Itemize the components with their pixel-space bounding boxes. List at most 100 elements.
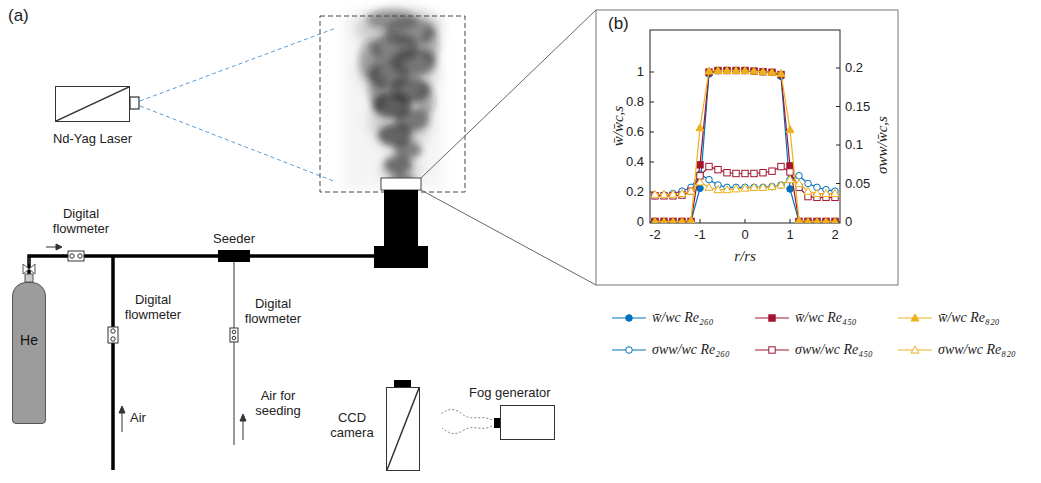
axis-label: r/rs [734, 249, 756, 264]
laser-lens [130, 97, 139, 109]
data-marker [750, 67, 758, 74]
node-label: He [13, 333, 45, 348]
part-label: Digital flowmeter [120, 292, 186, 322]
legend-sample [898, 314, 932, 321]
series-group [652, 67, 838, 223]
data-marker [751, 68, 757, 74]
data-marker [831, 190, 839, 197]
part-label: Digital flowmeter [240, 296, 306, 326]
data-marker [769, 347, 775, 353]
tick [836, 106, 840, 107]
data-marker [679, 218, 686, 223]
data-marker [823, 218, 829, 223]
data-marker [760, 68, 767, 75]
data-marker [733, 170, 739, 176]
tick [650, 132, 654, 133]
tick [650, 162, 654, 163]
data-marker [787, 186, 794, 193]
part-label: Air for seeding [250, 388, 306, 418]
data-marker [696, 178, 704, 185]
data-marker [652, 218, 658, 223]
data-marker [768, 183, 776, 190]
data-marker [786, 126, 794, 133]
zoom-line [421, 190, 596, 285]
legend-sample [612, 315, 646, 322]
flowmeter-symbol [108, 327, 118, 343]
data-marker [760, 69, 766, 75]
tick-label: 1 [775, 227, 805, 242]
tick [836, 68, 840, 69]
tick [836, 183, 840, 184]
data-marker [822, 217, 830, 223]
data-marker [786, 176, 794, 183]
data-marker [661, 218, 668, 223]
flowmeter-symbol [230, 328, 238, 342]
data-marker [813, 190, 821, 197]
legend-label: w̄/wc Re₂₆₀ [652, 309, 714, 326]
data-marker [626, 315, 633, 322]
plenum [374, 246, 428, 268]
data-marker [742, 170, 748, 176]
camera-lens [394, 380, 411, 387]
data-marker [733, 67, 739, 73]
data-marker [769, 69, 776, 76]
data-marker [759, 183, 767, 190]
data-marker [769, 168, 775, 174]
legend-label: σww/wc Re₂₆₀ [652, 341, 730, 358]
field-of-view-box [320, 16, 465, 192]
data-marker [814, 218, 821, 223]
box-diagonal [387, 388, 419, 470]
pipe-connector [29, 256, 218, 282]
data-marker [732, 185, 740, 192]
data-marker [696, 124, 704, 131]
diagonal-line [387, 388, 419, 470]
data-marker [751, 184, 758, 191]
axis-ticks [650, 68, 840, 223]
data-marker [670, 190, 677, 197]
box-diagonal [56, 87, 129, 121]
data-marker [769, 183, 776, 190]
data-marker [705, 183, 713, 190]
data-marker [679, 218, 685, 223]
helium-cylinder: He [12, 282, 46, 424]
node-label: CCD camera [327, 410, 377, 440]
tick-label: 0 [730, 227, 760, 242]
seeding-line [234, 262, 235, 445]
tick [745, 219, 746, 223]
legend-sample [612, 347, 646, 354]
fog-wisps [440, 409, 492, 433]
legend-sample [898, 346, 932, 353]
tick-label: 0.05 [845, 176, 885, 191]
panel-letter: (a) [8, 6, 29, 25]
data-marker [687, 216, 695, 223]
data-marker [741, 67, 749, 74]
data-marker [724, 67, 730, 73]
inflow-arrow [240, 414, 246, 440]
tick-label: 0.2 [845, 60, 885, 75]
panel-frame [596, 10, 898, 285]
data-marker [787, 163, 793, 169]
data-marker [769, 69, 775, 75]
data-marker [651, 217, 659, 223]
data-marker [742, 67, 749, 74]
camera-box: CCD camera [386, 387, 420, 471]
data-marker [669, 217, 677, 223]
data-marker [715, 166, 721, 172]
zoom-line [421, 10, 596, 178]
fog-generator-box: Fog generator [500, 405, 555, 440]
data-marker [787, 169, 793, 175]
data-marker [795, 216, 803, 223]
tick-label: -2 [640, 227, 670, 242]
data-marker [697, 162, 703, 168]
data-marker [769, 315, 775, 321]
axis-label: w̄/w̄c,s [611, 106, 626, 146]
data-marker [751, 170, 757, 176]
data-marker [805, 180, 812, 187]
legend-label: w̄/wc Re₈₂₀ [938, 309, 1000, 326]
tick [836, 145, 840, 146]
flow-arrow [46, 244, 62, 250]
data-marker [751, 68, 758, 75]
data-marker [723, 67, 731, 74]
tick-label: 1 [610, 64, 644, 79]
data-marker [670, 218, 677, 223]
